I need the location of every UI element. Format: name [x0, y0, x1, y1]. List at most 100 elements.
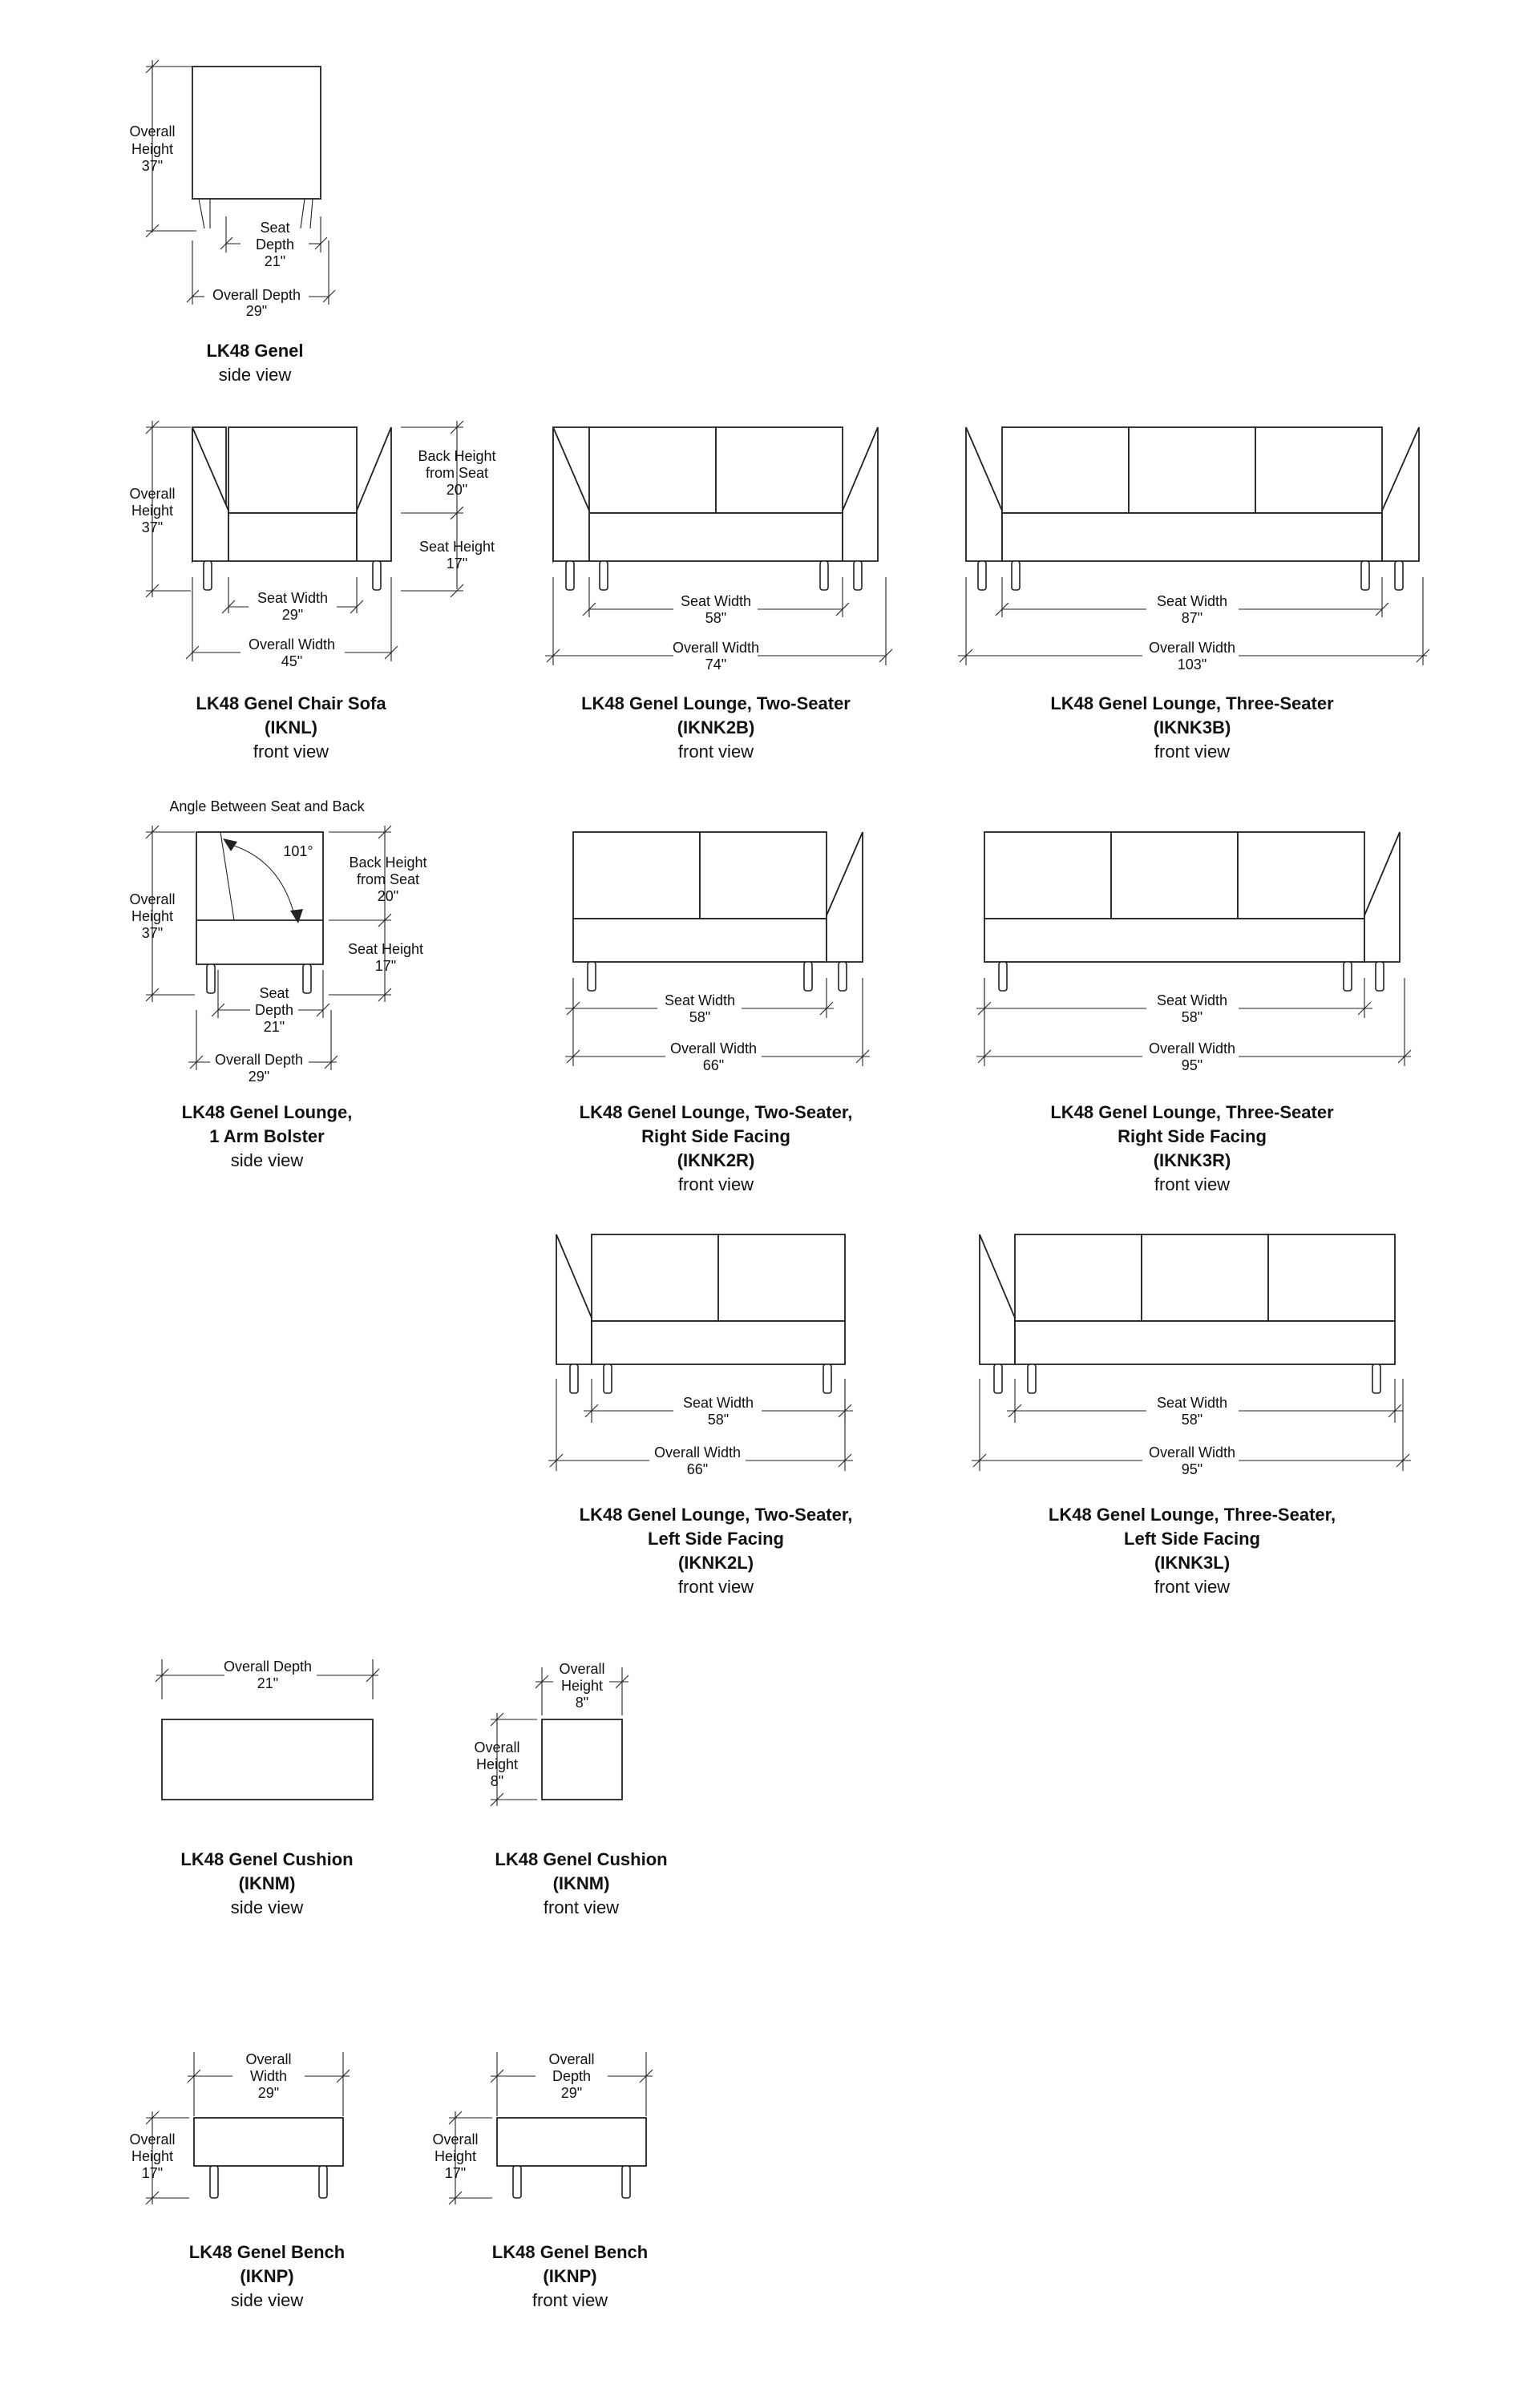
- svg-text:58": 58": [705, 610, 726, 626]
- diagram-two-seater-right-facing: Seat Width 58" Overall Width 66" LK48 Ge…: [565, 831, 870, 1194]
- leg: [587, 961, 596, 992]
- overall-width-label: Overall Width: [654, 1444, 741, 1461]
- svg-text:Overall: Overall: [129, 891, 175, 907]
- diagram-chair-sofa-front: Overall Height 37" Back Height from Seat…: [129, 420, 496, 762]
- svg-text:Height: Height: [131, 908, 173, 924]
- product-code: (IKNK3R): [1154, 1150, 1231, 1170]
- leg: [512, 2165, 522, 2199]
- leg: [372, 560, 382, 591]
- svg-text:103": 103": [1178, 657, 1207, 673]
- diagram-title: LK48 Genel Cushion: [495, 1849, 667, 1869]
- bench-top: [193, 2117, 344, 2167]
- diagram-three-seater-right-facing: Seat Width 58" Overall Width 95" LK48 Ge…: [976, 831, 1412, 1194]
- svg-text:Overall: Overall: [129, 486, 175, 502]
- svg-text:74": 74": [705, 657, 726, 673]
- svg-text:Height: Height: [131, 2148, 173, 2164]
- right-arm: [826, 831, 863, 963]
- bench-top: [496, 2117, 647, 2167]
- svg-text:from Seat: from Seat: [426, 465, 488, 481]
- right-arm: [1381, 426, 1420, 562]
- left-arm: [965, 426, 1003, 562]
- svg-text:20": 20": [378, 888, 398, 904]
- seat-width-label: Seat Width: [683, 1395, 754, 1411]
- back-cushion: [228, 426, 358, 514]
- svg-text:29": 29": [258, 2085, 279, 2101]
- seat-depth-label: Seat: [260, 220, 289, 236]
- svg-text:Width: Width: [250, 2068, 287, 2084]
- back-cushion: [699, 831, 827, 919]
- svg-text:Depth: Depth: [256, 236, 294, 253]
- diagram-title: LK48 Genel Bench: [189, 2242, 345, 2262]
- seat-width-label: Seat Width: [1157, 1395, 1227, 1411]
- svg-text:17": 17": [375, 958, 396, 974]
- diagram-two-seater-front: Seat Width 58" Overall Width 74" LK48 Ge…: [545, 426, 893, 762]
- leg: [1372, 1364, 1381, 1394]
- back-angle-line: [220, 831, 235, 921]
- svg-text:17": 17": [142, 2165, 163, 2181]
- diagram-title: LK48 Genel Lounge, Three-Seater: [1050, 1102, 1334, 1122]
- cushion: [161, 1719, 374, 1800]
- diagram-cushion-side: Overall Depth 21" LK48 Genel Cushion (IK…: [155, 1659, 380, 1917]
- leg: [1343, 961, 1352, 992]
- svg-text:58": 58": [1182, 1009, 1202, 1025]
- leg: [300, 198, 305, 229]
- svg-text:37": 37": [142, 519, 163, 535]
- back-cushion: [591, 1234, 719, 1322]
- seat-cushion: [591, 1320, 846, 1365]
- overall-depth-label: Overall Depth: [224, 1659, 312, 1675]
- svg-text:from Seat: from Seat: [357, 871, 419, 887]
- svg-text:Left Side Facing: Left Side Facing: [648, 1529, 784, 1549]
- left-arm: [979, 1234, 1016, 1365]
- svg-text:17": 17": [445, 2165, 466, 2181]
- diagram-three-seater-front: Seat Width 87" Overall Width 103" LK48 G…: [958, 426, 1430, 762]
- svg-text:58": 58": [1182, 1412, 1202, 1428]
- leg: [1394, 560, 1404, 591]
- seat-depth-label: Seat: [259, 985, 289, 1001]
- back-cushion: [1255, 426, 1383, 514]
- leg: [838, 961, 847, 992]
- svg-text:Height: Height: [131, 141, 173, 157]
- leg: [309, 198, 313, 229]
- angle-value: 101°: [283, 843, 313, 859]
- product-code: (IKNK2L): [678, 1553, 754, 1573]
- diagram-title: LK48 Genel Lounge, Three-Seater,: [1049, 1505, 1336, 1525]
- back-cushion: [1001, 426, 1130, 514]
- seat-cushion: [572, 918, 827, 963]
- svg-text:29": 29": [246, 303, 267, 319]
- view-label: front view: [678, 1577, 754, 1597]
- svg-text:29": 29": [561, 2085, 582, 2101]
- back-height-label: Back Height: [349, 855, 426, 871]
- back-cushion: [717, 1234, 846, 1322]
- overall-height-label: Overall: [129, 123, 175, 139]
- svg-text:20": 20": [447, 482, 467, 498]
- back-cushion: [1141, 1234, 1269, 1322]
- seat-width-label: Seat Width: [257, 590, 328, 606]
- leg: [203, 560, 212, 591]
- seat-cushion: [1001, 512, 1383, 562]
- back-height-label: Back Height: [418, 448, 495, 464]
- view-label: side view: [231, 2290, 304, 2310]
- diagram-title: LK48 Genel: [206, 341, 303, 361]
- view-label: front view: [1154, 1174, 1230, 1194]
- view-label: front view: [678, 741, 754, 762]
- leg: [599, 560, 608, 591]
- back-cushion: [572, 831, 701, 919]
- diagram-bench-side: Overall Width 29" Overall Height 17" LK4…: [129, 2051, 350, 2310]
- diagram-title: LK48 Genel Bench: [492, 2242, 648, 2262]
- seat-height-label: Seat Height: [419, 539, 495, 555]
- right-arm: [1364, 831, 1401, 963]
- svg-text:58": 58": [708, 1412, 729, 1428]
- view-label: front view: [544, 1897, 619, 1917]
- view-label: front view: [1154, 1577, 1230, 1597]
- svg-text:1 Arm Bolster: 1 Arm Bolster: [209, 1126, 325, 1146]
- leg: [302, 964, 312, 994]
- svg-text:Height: Height: [435, 2148, 476, 2164]
- svg-text:45": 45": [281, 653, 302, 669]
- leg: [198, 198, 205, 229]
- seat-width-label: Seat Width: [1157, 593, 1227, 609]
- seat-body: [196, 831, 324, 965]
- product-code: (IKNL): [265, 717, 317, 737]
- overall-height-label: Overall: [129, 2131, 175, 2147]
- seat-cushion: [1014, 1320, 1396, 1365]
- diagram-title: LK48 Genel Lounge, Two-Seater,: [580, 1505, 853, 1525]
